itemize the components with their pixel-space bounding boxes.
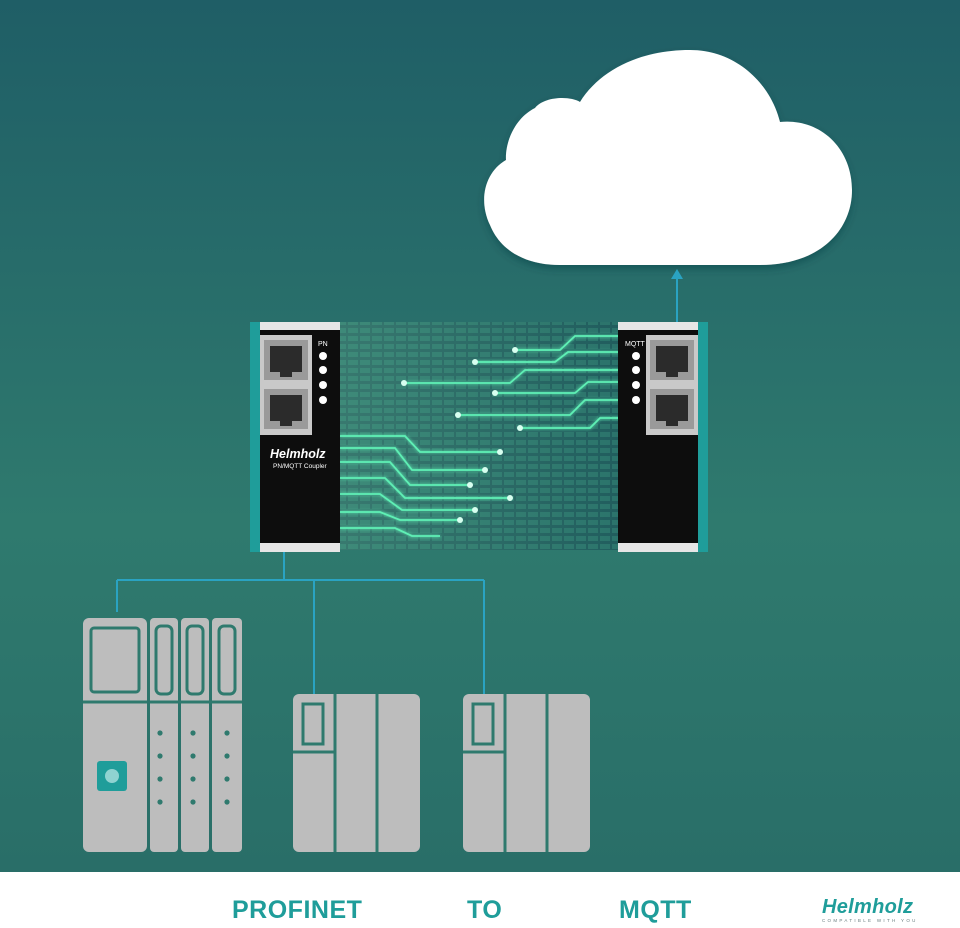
diagram-canvas: PN Helmholz PN/MQTT Coupler MQTT: [0, 0, 960, 872]
caption-to: TO: [467, 896, 503, 924]
logo-tagline: COMPATIBLE WITH YOU: [822, 918, 918, 923]
circuit-nodes: [401, 347, 523, 523]
circuit-traces: [340, 335, 620, 537]
helmholz-logo: Helmholz COMPATIBLE WITH YOU: [822, 896, 918, 923]
network-lines: [116, 552, 485, 694]
pn-port-label: PN: [318, 341, 328, 348]
ethernet-port-icon: [264, 340, 308, 380]
footer-bar: [0, 872, 960, 928]
uplink-arrowhead: [671, 269, 683, 279]
mqtt-coupler-module: MQTT: [618, 322, 708, 552]
plc-unit-icon: [293, 694, 420, 852]
status-led-icon: [632, 352, 640, 404]
logo-name: Helmholz: [822, 896, 914, 918]
cloud-icon: [484, 50, 852, 265]
status-led-icon: [319, 352, 327, 404]
caption-profinet: PROFINET: [232, 896, 363, 924]
ethernet-port-icon: [650, 340, 694, 380]
ethernet-port-icon: [650, 389, 694, 429]
plc-unit-icon: [463, 694, 590, 852]
device-model: PN/MQTT Coupler: [273, 463, 328, 470]
pn-coupler-module: PN Helmholz PN/MQTT Coupler: [250, 322, 340, 552]
plc-rack-icon: [83, 618, 242, 852]
device-brand: Helmholz: [270, 447, 326, 461]
mqtt-port-label: MQTT: [625, 341, 646, 348]
caption-mqtt: MQTT: [619, 896, 692, 924]
ethernet-port-icon: [264, 389, 308, 429]
